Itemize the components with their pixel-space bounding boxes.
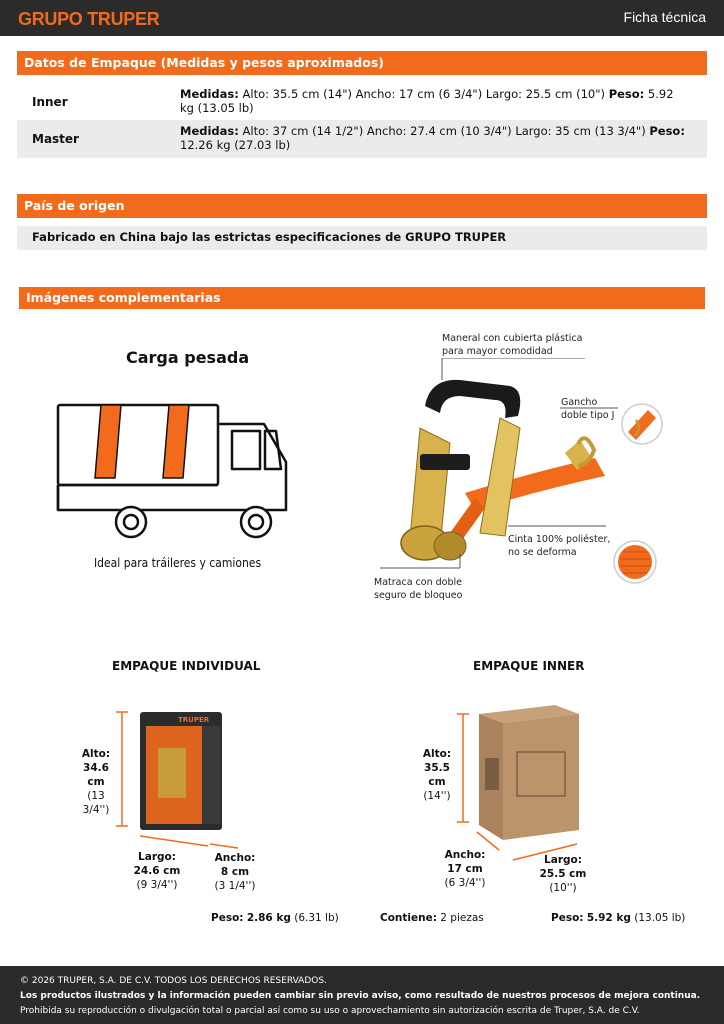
weight-value: 12.26 kg (27.03 lb) [180, 138, 291, 152]
pack-individual-title: EMPAQUE INDIVIDUAL [112, 659, 261, 673]
box-brand: TRUPER [178, 716, 210, 724]
weight-label: Peso: [211, 912, 244, 924]
individual-weight: Peso: 2.86 kg (6.31 lb) [211, 912, 339, 924]
contains-value: 2 piezas [440, 912, 484, 924]
footer: © 2026 TRUPER, S.A. DE C.V. TODOS LOS DE… [0, 966, 724, 1024]
weight-label: Peso: [551, 912, 584, 924]
dim-cm: 34.6 cm [83, 762, 109, 788]
top-bar: GRUPO TRUPER Ficha técnica [0, 0, 724, 36]
dim-cm: 24.6 cm [133, 865, 181, 877]
weight-kg: 2.86 kg [246, 912, 291, 924]
origin-header: País de origen [17, 194, 707, 218]
note-hook: Gancho doble tipo J [561, 397, 615, 421]
dim-cm: 17 cm [447, 863, 483, 875]
weight-lb: (13.05 lb) [634, 912, 686, 924]
truck-icon [56, 403, 288, 539]
row-label: Master [32, 132, 79, 146]
individual-box-illustration: TRUPER [116, 711, 239, 849]
dim-in: (13 3/4'') [82, 790, 110, 816]
weight-label: Peso: [608, 87, 645, 101]
inner-largo: Largo: 25.5 cm (10'') [538, 853, 588, 895]
dim-in: (3 1/4'') [214, 880, 256, 892]
doc-label: Ficha técnica [623, 9, 706, 25]
weight-value: 5.92 kg (13.05 lb) [180, 87, 674, 115]
measures-value: Alto: 37 cm (14 1/2") Ancho: 27.4 cm (10… [242, 124, 646, 138]
row-label: Inner [32, 95, 68, 109]
inner-contains: Contiene: 2 piezas [380, 912, 484, 924]
dim-in: (10'') [549, 882, 577, 894]
truck-caption: Ideal para tráileres y camiones [94, 556, 262, 570]
dim-in: (6 3/4'') [444, 877, 486, 889]
row-value: Medidas: Alto: 35.5 cm (14") Ancho: 17 c… [180, 87, 690, 115]
origin-text: Fabricado en China bajo las estrictas es… [17, 226, 707, 250]
individual-alto: Alto: 34.6 cm (13 3/4'') [76, 747, 116, 817]
dim-label: Ancho: [214, 852, 256, 864]
note-strap: Cinta 100% poliéster, no se deforma [508, 534, 611, 558]
individual-ancho: Ancho: 8 cm (3 1/4'') [212, 851, 258, 893]
packaging-row-master: Master Medidas: Alto: 37 cm (14 1/2") An… [17, 120, 707, 158]
dim-cm: 25.5 cm [539, 868, 587, 880]
packaging-row-inner: Inner Medidas: Alto: 35.5 cm (14") Ancho… [17, 82, 707, 120]
ratchet-strap-illustration [380, 358, 663, 584]
footer-copyright: © 2026 TRUPER, S.A. DE C.V. TODOS LOS DE… [20, 976, 327, 986]
dim-label: Largo: [138, 851, 176, 863]
dim-label: Ancho: [444, 849, 486, 861]
inner-ancho: Ancho: 17 cm (6 3/4'') [443, 848, 487, 890]
note-ratchet: Matraca con doble seguro de bloqueo [374, 577, 463, 601]
dim-cm: 8 cm [220, 866, 250, 878]
dim-label: Largo: [544, 854, 582, 866]
inner-box-illustration [457, 705, 579, 861]
packaging-header: Datos de Empaque (Medidas y pesos aproxi… [17, 51, 707, 75]
row-value: Medidas: Alto: 37 cm (14 1/2") Ancho: 27… [180, 124, 690, 152]
images-header: Imágenes complementarias [19, 287, 705, 309]
individual-largo: Largo: 24.6 cm (9 3/4'') [130, 850, 184, 892]
truper-logo: GRUPO TRUPER [18, 9, 160, 29]
weight-lb: (6.31 lb) [294, 912, 339, 924]
truck-title: Carga pesada [126, 348, 250, 367]
dim-cm: 35.5 cm [424, 762, 450, 788]
measures-value: Alto: 35.5 cm (14") Ancho: 17 cm (6 3/4"… [242, 87, 606, 101]
measures-label: Medidas: [180, 124, 239, 138]
inner-weight: Peso: 5.92 kg (13.05 lb) [551, 912, 685, 924]
weight-label: Peso: [649, 124, 685, 138]
inner-alto: Alto: 35.5 cm (14'') [415, 747, 459, 803]
weight-kg: 5.92 kg [586, 912, 631, 924]
dim-in: (9 3/4'') [136, 879, 178, 891]
note-handle: Maneral con cubierta plástica para mayor… [442, 333, 583, 357]
dim-label: Alto: [422, 748, 452, 760]
dim-in: (14'') [423, 790, 451, 802]
pack-inner-title: EMPAQUE INNER [473, 659, 585, 673]
footer-legal: Prohibida su reproducción o divulgación … [20, 1006, 640, 1016]
contains-label: Contiene: [380, 912, 437, 924]
measures-label: Medidas: [180, 87, 239, 101]
dim-label: Alto: [81, 748, 111, 760]
footer-notice: Los productos ilustrados y la informació… [20, 991, 701, 1001]
